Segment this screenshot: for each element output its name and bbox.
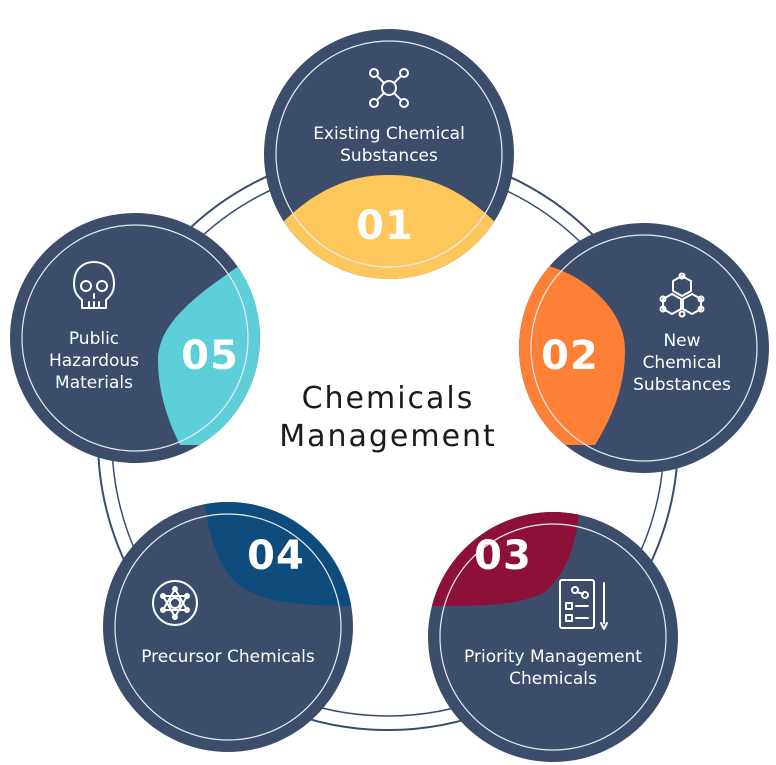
node-03-label-line-2: Chemicals	[509, 669, 597, 689]
node-02-label-line-1: New	[663, 331, 700, 351]
node-03-number: 03	[474, 533, 532, 579]
node-01-inner-ring	[275, 40, 503, 268]
node-03-label-line-1: Priority Management	[464, 647, 642, 667]
node-01-label-line-2: Substances	[340, 146, 438, 166]
node-02-number: 02	[541, 333, 599, 379]
node-04: Precursor Chemicals 04	[103, 502, 353, 752]
node-02-label-line-2: Chemical	[643, 353, 722, 373]
node-05-label-line-2: Hazardous	[49, 351, 139, 371]
center-title-line-1: Chemicals	[302, 381, 475, 416]
node-01-badge	[280, 175, 498, 279]
molecule-icon	[369, 68, 409, 108]
checklist-icon	[559, 579, 608, 630]
node-05-badge	[158, 265, 260, 445]
node-05: Public Hazardous Materials 05	[10, 213, 260, 463]
node-02-inner-ring	[530, 234, 758, 462]
center-title-line-2: Management	[279, 419, 497, 454]
hexagon-structure-icon	[659, 272, 705, 318]
node-04-label-line-1: Precursor Chemicals	[141, 647, 315, 667]
node-01: Existing Chemical Substances 01	[264, 29, 514, 279]
node-04-number: 04	[247, 533, 305, 579]
network-sphere-icon	[152, 580, 198, 626]
node-04-inner-ring	[114, 513, 342, 741]
node-05-label-line-1: Public	[69, 329, 119, 349]
node-02-badge	[519, 265, 625, 445]
node-01-label-line-1: Existing Chemical	[313, 124, 465, 144]
node-02-label-line-3: Substances	[633, 375, 731, 395]
skull-icon	[73, 261, 115, 309]
node-01-number: 01	[356, 203, 414, 249]
node-03-inner-ring	[439, 523, 667, 751]
node-05-number: 05	[181, 333, 239, 379]
node-02: New Chemical Substances 02	[519, 223, 769, 473]
node-03: Priority Management Chemicals 03	[428, 512, 678, 762]
node-05-inner-ring	[21, 224, 249, 452]
node-05-label-line-3: Materials	[55, 373, 133, 393]
